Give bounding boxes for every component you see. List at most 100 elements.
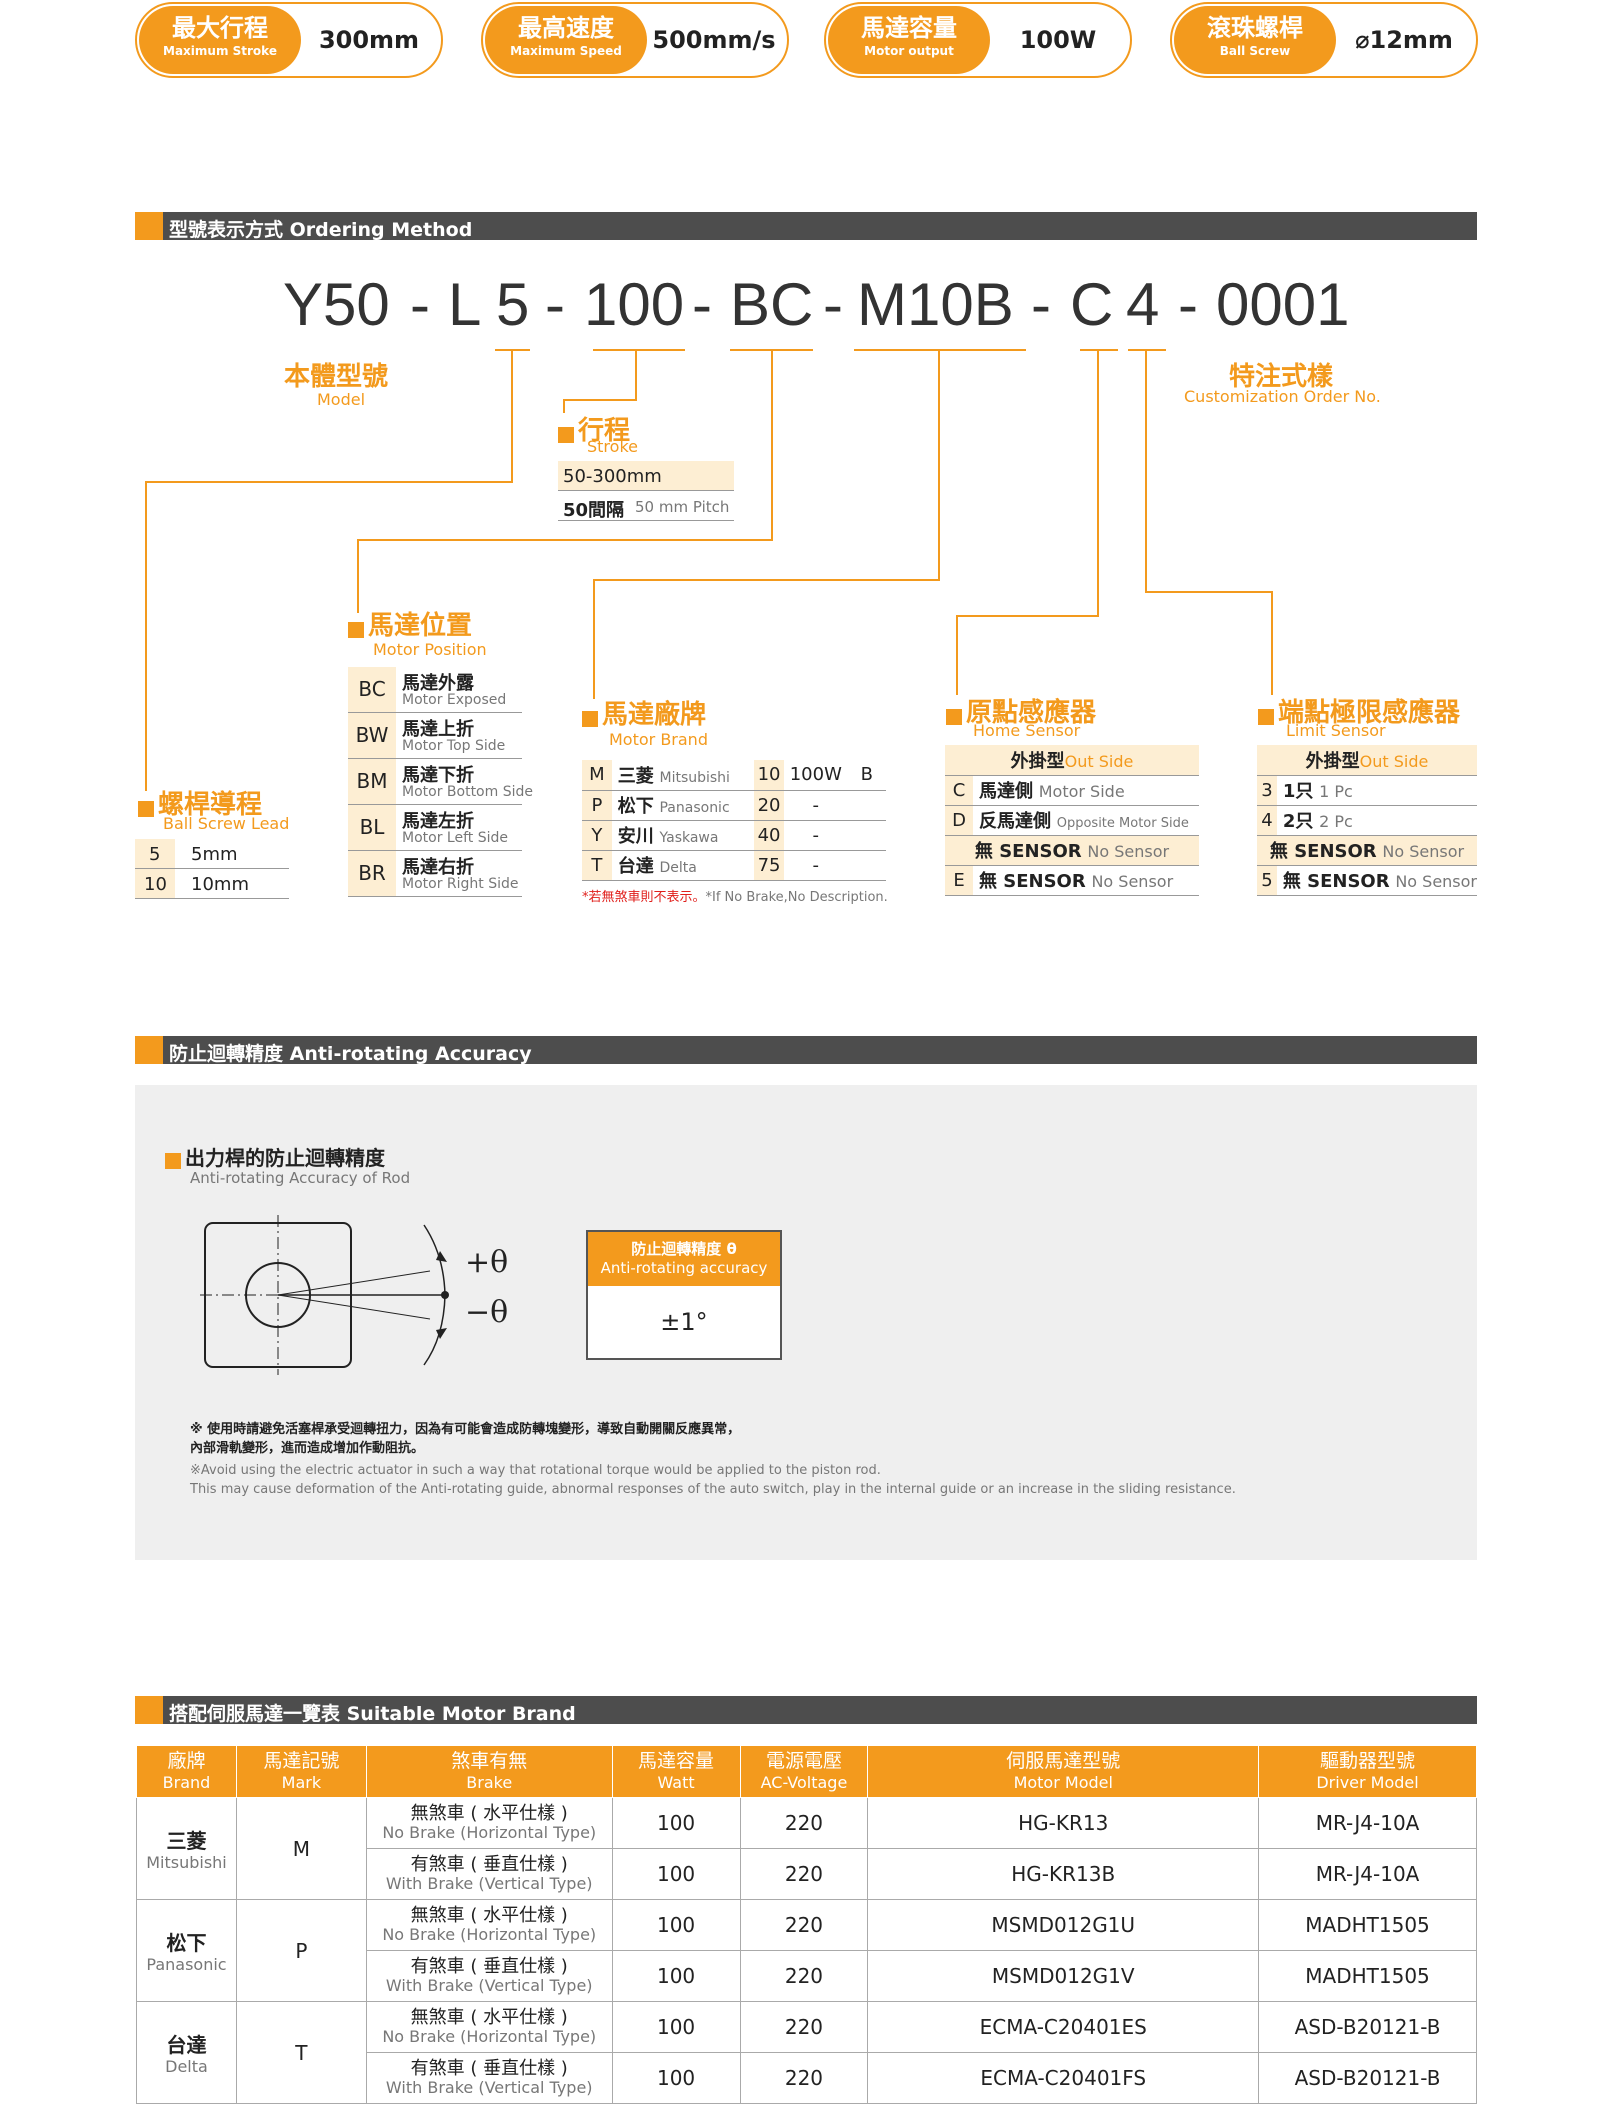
motor-brand-row: T 台達 Delta 75 - xyxy=(582,850,886,881)
brake-cell: 有煞車 ( 垂直仕樣 )With Brake (Vertical Type) xyxy=(365,1848,613,1900)
mp-zh: 馬達右折 xyxy=(402,857,474,878)
code-part: Y50 xyxy=(283,271,390,338)
rod-diagram xyxy=(200,1215,449,1375)
stroke-pitch-en: 50 mm Pitch xyxy=(635,498,730,516)
motor-position-row: BW 馬達上折 Motor Top Side xyxy=(348,713,522,759)
motor-brand-table: M 三菱 Mitsubishi 10 100W B P 松下 Panasonic… xyxy=(582,760,886,881)
brake-en: No Brake (Horizontal Type) xyxy=(382,2027,597,2046)
lead-title: 螺桿導程 xyxy=(158,790,263,820)
home-sensor-header: 外掛型Out Side xyxy=(945,745,1199,776)
brake-en: No Brake (Horizontal Type) xyxy=(382,1823,597,1842)
driver-cell: MR-J4-10A xyxy=(1258,1797,1477,1849)
hs-zh: 反馬達側 xyxy=(979,811,1051,832)
ls-zh: 2只 xyxy=(1282,811,1314,832)
model-cell: ECMA-C20401ES xyxy=(867,2001,1260,2053)
brake-en: No Brake (Horizontal Type) xyxy=(382,1925,597,1944)
mp-en: Motor Top Side xyxy=(402,738,506,754)
watt-cell: 100 xyxy=(611,1950,741,2002)
spec-label: 最高速度 xyxy=(518,14,614,42)
minus-theta: −θ xyxy=(465,1295,509,1330)
watt-cell: 100 xyxy=(611,2052,741,2104)
mark-cell: P xyxy=(235,1899,367,2002)
motor-brand-row: M 三菱 Mitsubishi 10 100W B xyxy=(582,760,886,791)
model-subtitle: Model xyxy=(317,390,366,409)
ls-en: No Sensor xyxy=(1395,872,1477,891)
code-part: 4 xyxy=(1126,271,1160,338)
code-sep: - xyxy=(545,271,565,338)
note-zh-1: ※ 使用時請避免活塞桿承受迴轉扭力，因為有可能會造成防轉塊變形，導致自動開關反應… xyxy=(190,1422,741,1437)
mb-code: 20 xyxy=(754,790,784,821)
spec-label-en: Ball Screw xyxy=(1219,44,1291,58)
hs-zh: 馬達側 xyxy=(979,781,1033,802)
brake-en: With Brake (Vertical Type) xyxy=(385,1976,593,1995)
table-row: 有煞車 ( 垂直仕樣 )With Brake (Vertical Type) 1… xyxy=(137,2052,1477,2104)
model-cell: MSMD012G1U xyxy=(867,1899,1260,1951)
volt-cell: 220 xyxy=(739,1899,869,1951)
plus-theta: +θ xyxy=(465,1245,509,1280)
mp-zh: 馬達外露 xyxy=(402,673,474,694)
mp-zh: 馬達下折 xyxy=(402,765,474,786)
mp-key: BW xyxy=(348,713,396,758)
driver-cell: MADHT1505 xyxy=(1258,1950,1477,2002)
section-title: 搭配伺服馬達一覽表 Suitable Motor Brand xyxy=(169,1703,576,1725)
ls-key: 3 xyxy=(1257,775,1277,806)
table-row: 有煞車 ( 垂直仕樣 )With Brake (Vertical Type) 1… xyxy=(137,1848,1477,1900)
stroke-range: 50-300mm xyxy=(563,466,662,487)
model-cell: HG-KR13B xyxy=(867,1848,1260,1900)
spec-label-en: Motor output xyxy=(864,44,954,58)
motor-position-title: 馬達位置 xyxy=(368,611,473,641)
limit-sensor-subtitle: Limit Sensor xyxy=(1286,721,1386,740)
brake-zh: 無煞車 ( 水平仕樣 ) xyxy=(410,1803,568,1824)
model-cell: MSMD012G1V xyxy=(867,1950,1260,2002)
motor-position-row: BL 馬達左折 Motor Left Side xyxy=(348,805,522,851)
mp-en: Motor Exposed xyxy=(402,692,507,708)
limit-sensor-header: 外掛型Out Side xyxy=(1257,745,1477,776)
code-sep: - xyxy=(692,271,712,338)
motor-brand-heading: 馬達廠牌 xyxy=(582,694,706,731)
brake-cell: 有煞車 ( 垂直仕樣 )With Brake (Vertical Type) xyxy=(365,1950,613,2002)
anti-subtitle-en: Anti-rotating Accuracy of Rod xyxy=(190,1169,411,1187)
code-part: BC xyxy=(730,271,814,338)
hs-key: E xyxy=(945,865,973,896)
hs-en: No Sensor xyxy=(1091,872,1174,891)
mb-brake xyxy=(847,790,886,821)
mb-brake: B xyxy=(847,760,886,791)
driver-cell: MADHT1505 xyxy=(1258,1899,1477,1951)
hs-none-en: No Sensor xyxy=(1087,842,1170,861)
mb-en: Mitsubishi xyxy=(659,769,730,786)
mp-key: BM xyxy=(348,759,396,804)
brand-zh: 松下 xyxy=(166,1931,207,1955)
motor-position-row: BM 馬達下折 Motor Bottom Side xyxy=(348,759,533,805)
spec-value: 100W xyxy=(1019,26,1097,54)
brand-en: Delta xyxy=(165,2057,208,2076)
motor-position-subtitle: Motor Position xyxy=(373,640,487,659)
ls-en: 1 Pc xyxy=(1319,782,1353,801)
model-cell: ECMA-C20401FS xyxy=(867,2052,1260,2104)
th-en: Watt xyxy=(657,1772,695,1792)
ls-zh: 1只 xyxy=(1282,781,1314,802)
accuracy-header-zh: 防止迴轉精度 θ xyxy=(631,1240,737,1258)
th-zh: 馬達記號 xyxy=(263,1749,340,1772)
code-sep: - xyxy=(410,271,430,338)
mp-en: Motor Left Side xyxy=(402,830,508,846)
mp-key: BL xyxy=(348,805,396,850)
code-part: 100 xyxy=(584,271,685,338)
hs-en: Motor Side xyxy=(1038,782,1125,801)
motor-brand-title: 馬達廠牌 xyxy=(602,700,707,730)
accuracy-value: ±1° xyxy=(586,1286,782,1360)
code-part: L xyxy=(448,271,482,338)
hs-key: C xyxy=(945,775,973,806)
mb-brake xyxy=(847,820,886,851)
mb-key: T xyxy=(582,850,612,881)
section-title: 型號表示方式 Ordering Method xyxy=(169,219,473,241)
brake-cell: 無煞車 ( 水平仕樣 )No Brake (Horizontal Type) xyxy=(365,1899,613,1951)
